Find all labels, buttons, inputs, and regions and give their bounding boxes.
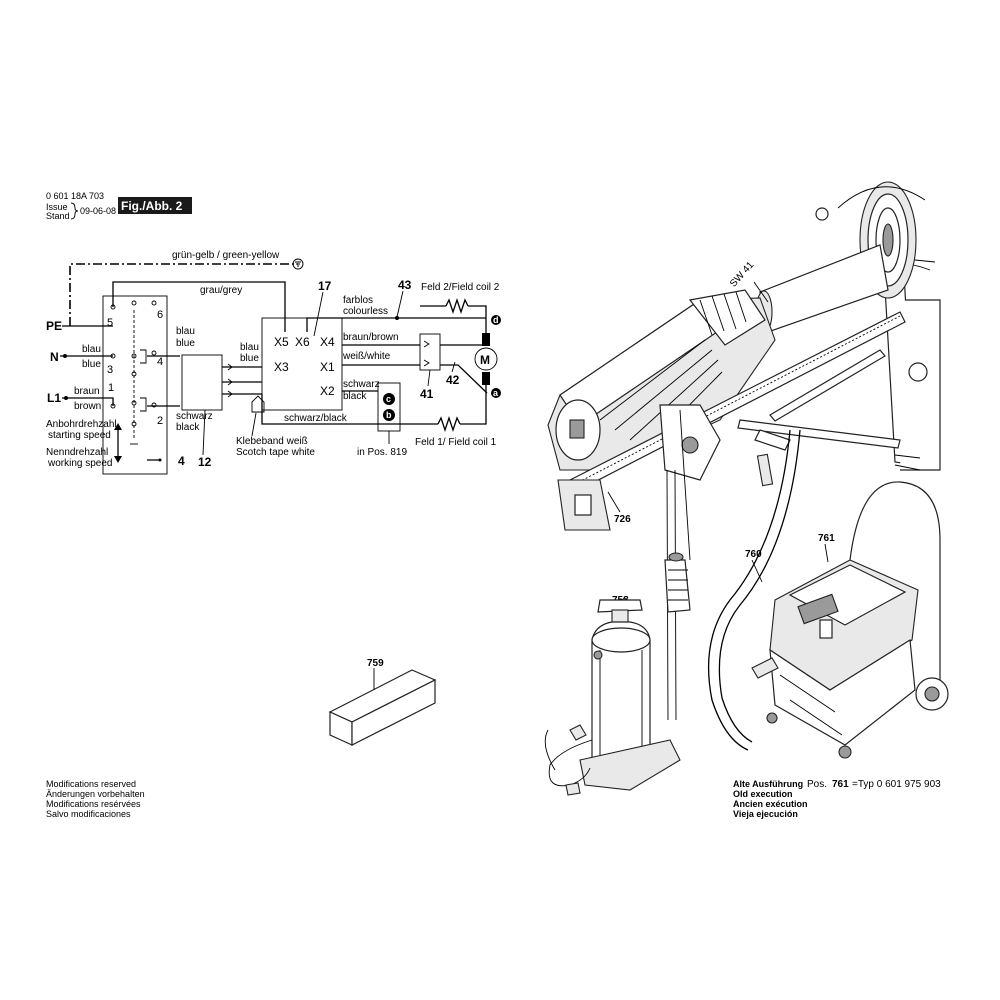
part-726-label: 726 xyxy=(614,514,631,525)
grey-wire-label: grau/grey xyxy=(200,285,242,296)
terminal-c-label: c xyxy=(386,394,391,404)
schwarz-black-label: schwarz/black xyxy=(284,413,348,424)
terminal-d xyxy=(491,315,501,325)
wiring-schematic: grün-gelb / green-yellow grau/grey 5 6 3… xyxy=(46,250,501,475)
issue-brace xyxy=(70,202,79,220)
blue-mid: blue xyxy=(240,353,259,364)
field-coil-1 xyxy=(437,415,461,433)
grey-wire xyxy=(112,281,286,332)
issue-date: 09-06-08 xyxy=(80,206,116,216)
in-pos-label: in Pos. 819 xyxy=(357,447,407,458)
ref-4-label: 4 xyxy=(178,454,185,468)
ground-wire xyxy=(69,263,298,326)
old-execution-fr: Ancien exécution xyxy=(733,799,808,809)
switch-terminal-4: 4 xyxy=(157,356,163,368)
schwarz-box: schwarz xyxy=(176,411,213,422)
terminal-x4: X4 xyxy=(320,335,335,349)
brown-left: brown xyxy=(74,401,101,412)
pe-label: PE xyxy=(46,319,62,333)
terminal-x5: X5 xyxy=(274,335,289,349)
part-760-label: 760 xyxy=(745,549,762,560)
field-coil-2-label: Feld 2/Field coil 2 xyxy=(421,282,500,293)
fig-label: Fig./Abb. 2 xyxy=(121,199,183,213)
old-execution-en: Old execution xyxy=(733,789,793,799)
blau-mid: blau xyxy=(240,342,259,353)
tape-icon xyxy=(251,395,265,413)
ref-43-label: 43 xyxy=(398,278,412,292)
ref-42-label: 42 xyxy=(446,373,460,387)
terminal-a-label: a xyxy=(493,388,499,398)
field-coil-2 xyxy=(445,297,469,315)
switch-terminal-1: 1 xyxy=(108,382,114,394)
ref-12-label: 12 xyxy=(198,455,212,469)
switch-box xyxy=(102,295,168,475)
blau-box: blau xyxy=(176,326,195,337)
modifications-fr: Modifications resérvées xyxy=(46,799,141,809)
black-box: black xyxy=(176,422,200,433)
old-execution-type: =Typ 0 601 975 903 xyxy=(852,779,941,790)
switch-terminal-5: 5 xyxy=(107,317,113,329)
stand-label: Stand xyxy=(46,211,70,221)
braun-brown-label: braun/brown xyxy=(343,332,399,343)
part-761-label: 761 xyxy=(818,533,835,544)
part-number: 0 601 18A 703 xyxy=(46,191,104,201)
working-speed-de: Nenndrehzahl xyxy=(46,447,108,458)
starting-speed-de: Anbohrdrehzahl xyxy=(46,419,117,430)
n-label: N xyxy=(50,350,59,364)
working-speed-en: working speed xyxy=(47,458,112,469)
field-coil-1-label: Feld 1/ Field coil 1 xyxy=(415,437,497,448)
module-12 xyxy=(181,354,223,411)
speed-arrow-icon xyxy=(114,423,122,463)
blau-left: blau xyxy=(82,344,101,355)
ref-17-label: 17 xyxy=(318,279,332,293)
farblos-label: farblos xyxy=(343,295,373,306)
old-execution-es: Vieja ejecución xyxy=(733,809,798,819)
terminal-x2: X2 xyxy=(320,384,335,398)
terminal-d-label: d xyxy=(493,315,499,325)
modifications-es: Salvo modificaciones xyxy=(46,809,131,819)
modifications-de: Änderungen vorbehalten xyxy=(46,789,145,799)
weiss-white-label: weiß/white xyxy=(342,351,391,362)
fig-label-box xyxy=(118,197,192,214)
issue-label: Issue xyxy=(46,202,68,212)
ground-wire-label: grün-gelb / green-yellow xyxy=(172,250,280,261)
part-759-label: 759 xyxy=(367,658,384,669)
switch-terminal-2: 2 xyxy=(157,415,163,427)
switch-terminal-3: 3 xyxy=(107,364,113,376)
ground-icon xyxy=(292,258,304,270)
terminal-x1: X1 xyxy=(320,360,335,374)
schwarz-right: schwarz xyxy=(343,379,380,390)
tape-label-en: Scotch tape white xyxy=(236,447,315,458)
braun-left: braun xyxy=(74,386,100,397)
black-right: black xyxy=(343,391,367,402)
colourless-wire xyxy=(306,317,486,332)
terminal-c xyxy=(383,393,395,405)
pos-number: 761 xyxy=(832,779,849,790)
modifications-en: Modifications reserved xyxy=(46,779,136,789)
terminal-a xyxy=(491,388,501,398)
pos-label: Pos. xyxy=(807,779,827,790)
terminal-x3: X3 xyxy=(274,360,289,374)
tape-label-de: Klebeband weiß xyxy=(236,436,308,447)
terminal-x6: X6 xyxy=(295,335,310,349)
starting-speed-en: starting speed xyxy=(48,430,111,441)
brush-holder-41 xyxy=(419,333,441,371)
control-box-17 xyxy=(261,317,343,411)
terminal-b-label: b xyxy=(386,410,392,420)
l1-label: L1 xyxy=(47,391,61,405)
blue-left: blue xyxy=(82,359,101,370)
part-759-box xyxy=(328,669,437,746)
blue-box: blue xyxy=(176,338,195,349)
sw41-label: SW 41 xyxy=(728,259,757,289)
terminal-b xyxy=(383,409,395,421)
colourless-label: colourless xyxy=(343,306,388,317)
motor-icon xyxy=(474,347,498,371)
ref-41-label: 41 xyxy=(420,387,434,401)
core-drill-rig-illustration: SW 41 726 758 xyxy=(544,181,949,796)
old-execution-de: Alte Ausführung xyxy=(733,779,803,789)
black-wire-bottom xyxy=(261,394,400,425)
motor-label: M xyxy=(480,353,490,367)
switch-terminal-6: 6 xyxy=(157,309,163,321)
